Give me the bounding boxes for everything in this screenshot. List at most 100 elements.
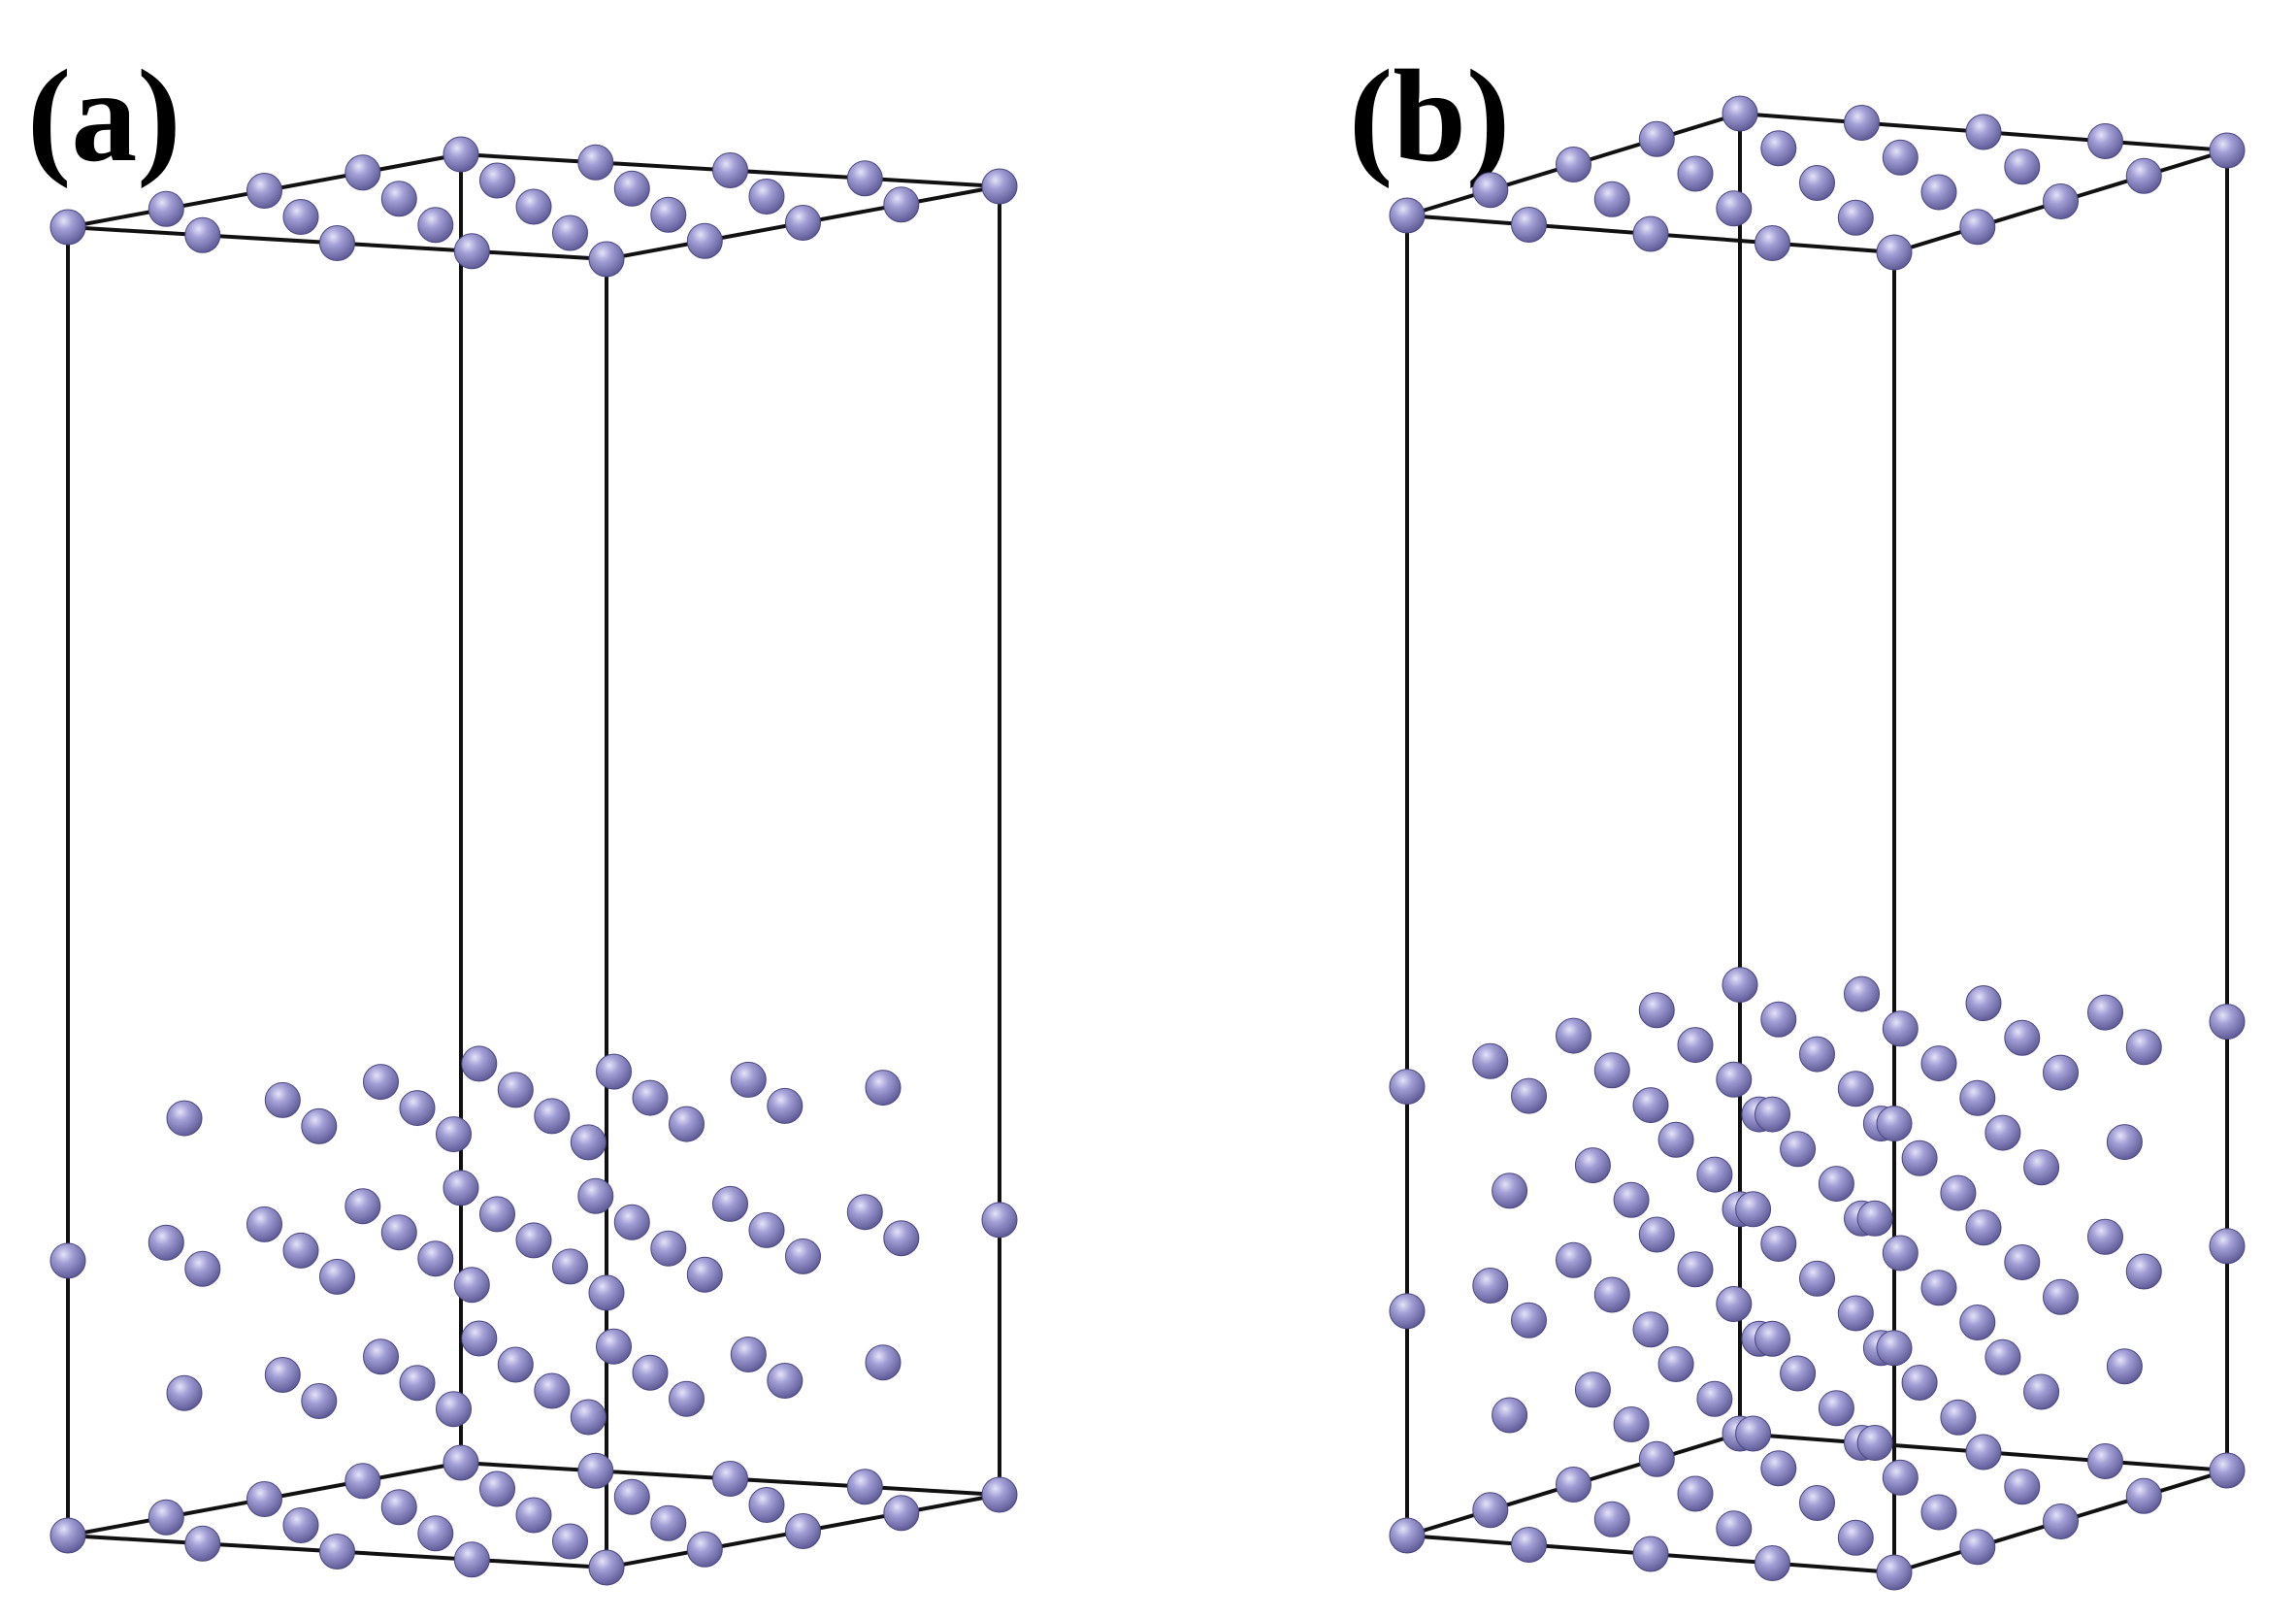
atom — [1716, 1286, 1753, 1322]
atom — [1472, 1492, 1509, 1529]
panel-b-atoms — [1389, 95, 2246, 1591]
atom — [2209, 1004, 2246, 1041]
atom — [1984, 1114, 2021, 1151]
atom — [1920, 1494, 1957, 1531]
atom — [712, 152, 748, 188]
atom — [1965, 114, 2002, 150]
atom — [319, 1534, 355, 1569]
atom — [1556, 1017, 1591, 1054]
panel-a-label: (a) — [27, 44, 181, 189]
atom — [515, 188, 552, 225]
atom — [184, 1525, 221, 1562]
atom — [1920, 174, 1957, 211]
atom — [344, 1463, 381, 1500]
atom — [1799, 1485, 1835, 1521]
atom — [49, 1517, 86, 1554]
atom — [1837, 1295, 1874, 1332]
atom — [596, 1328, 632, 1365]
atom — [301, 1383, 338, 1419]
atom — [282, 1232, 319, 1269]
atom — [1593, 181, 1630, 217]
atom — [1876, 1106, 1913, 1142]
atom — [461, 1320, 498, 1357]
atom — [264, 1081, 301, 1118]
atom — [1677, 155, 1714, 192]
atom — [1920, 1270, 1957, 1306]
atom — [1556, 1467, 1591, 1503]
atom — [380, 181, 417, 217]
atom — [1856, 1200, 1893, 1237]
atom — [1818, 1390, 1854, 1427]
atom — [453, 1267, 490, 1304]
atom — [1882, 1459, 1919, 1496]
atom — [730, 1061, 767, 1098]
atom — [1556, 1241, 1591, 1278]
atom — [1940, 1399, 1977, 1436]
atom — [417, 1515, 454, 1552]
atom — [1876, 234, 1913, 271]
atom — [1722, 95, 1758, 132]
atom — [1959, 209, 1996, 246]
atom — [1755, 225, 1790, 261]
atom — [686, 1256, 723, 1293]
atom — [184, 1250, 221, 1287]
atom — [748, 179, 785, 215]
atom — [1632, 1311, 1669, 1348]
atom — [49, 209, 86, 246]
atom — [981, 1202, 1018, 1239]
atom — [1511, 1077, 1547, 1114]
atom — [1492, 1397, 1528, 1434]
atom — [479, 1470, 515, 1507]
atom — [767, 1363, 804, 1399]
atom — [577, 1452, 614, 1489]
atom — [1799, 1260, 1835, 1297]
atom — [2209, 132, 2246, 169]
atom — [1959, 1305, 1996, 1340]
panel-a-atoms — [49, 136, 1018, 1586]
atom — [650, 196, 687, 233]
atom — [1818, 1166, 1854, 1203]
atom — [1593, 1052, 1630, 1089]
atom — [49, 1242, 86, 1279]
atom — [865, 1344, 902, 1381]
atom — [650, 1230, 687, 1267]
atom — [767, 1087, 804, 1124]
atom — [148, 1499, 184, 1536]
atom — [785, 205, 821, 241]
atom — [1574, 1147, 1611, 1184]
atom — [552, 1248, 588, 1285]
atom — [1882, 1010, 1919, 1047]
atom — [2023, 1149, 2060, 1186]
atom — [148, 190, 184, 227]
atom — [1780, 1131, 1817, 1168]
atom — [1593, 1501, 1630, 1537]
panel-a: (a) — [27, 44, 1018, 1586]
atom — [1638, 1216, 1675, 1253]
atom — [1837, 199, 1874, 236]
atom — [570, 1124, 607, 1161]
atom — [1882, 1235, 1919, 1272]
atom — [1472, 1042, 1509, 1079]
atom — [981, 1476, 1018, 1513]
atom — [166, 1374, 203, 1411]
atom — [380, 1489, 417, 1526]
atom — [1760, 130, 1797, 167]
atom — [1920, 1045, 1957, 1082]
atom — [1799, 165, 1835, 201]
atom — [712, 1461, 748, 1497]
atom — [865, 1070, 902, 1107]
atom — [1632, 1087, 1669, 1124]
atom — [301, 1107, 338, 1144]
atom — [588, 1274, 625, 1311]
atom — [2004, 1244, 2041, 1280]
atom — [497, 1072, 534, 1108]
atom — [2125, 1253, 2162, 1290]
atom — [1837, 1071, 1874, 1107]
atom — [2125, 157, 2162, 194]
atom — [596, 1053, 632, 1090]
atom — [1492, 1173, 1528, 1209]
atom — [363, 1338, 399, 1375]
atom — [2043, 1503, 2079, 1539]
atom — [2087, 123, 2123, 159]
